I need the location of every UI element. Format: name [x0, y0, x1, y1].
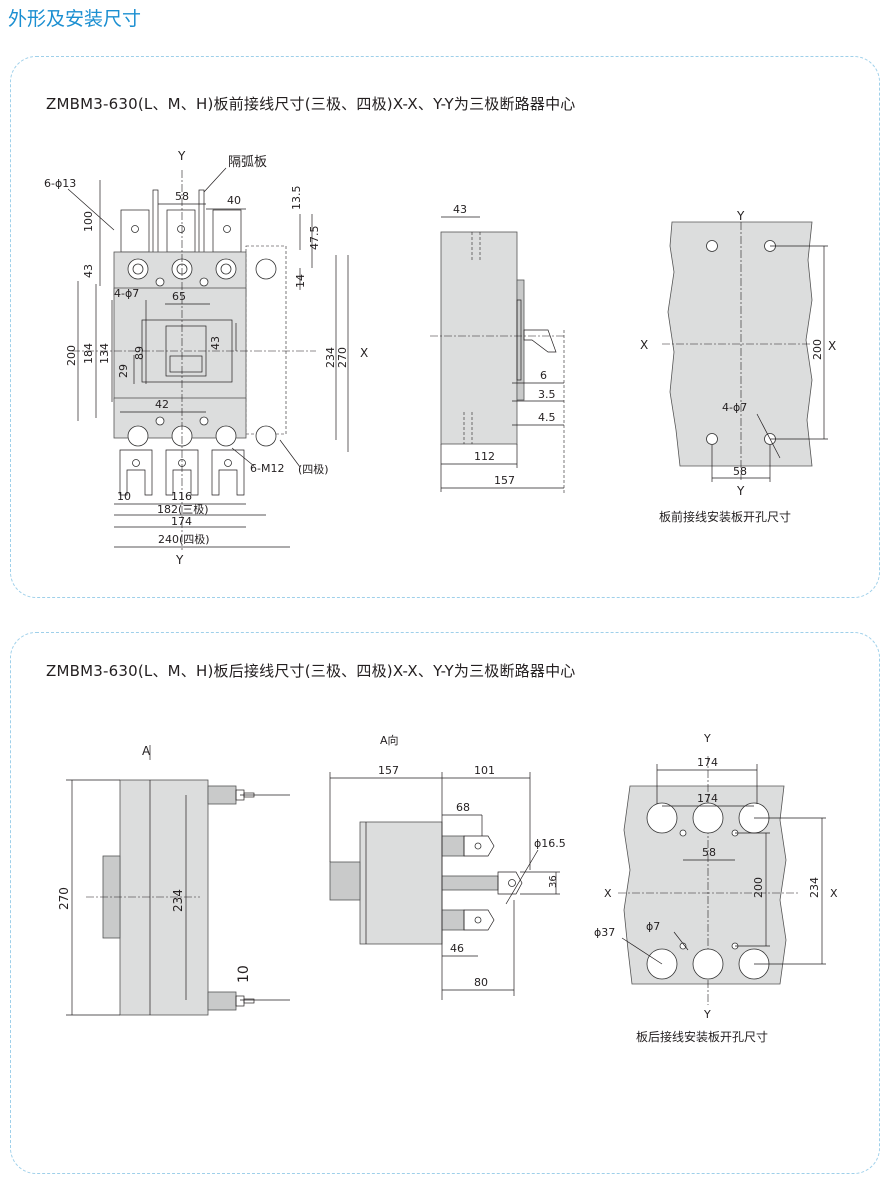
back-dim-234: 234 [171, 889, 185, 912]
cutout-dim-200: 200 [811, 339, 824, 360]
holes-6-label: 6-ϕ13 [44, 177, 76, 190]
dim-10: 10 [117, 490, 131, 503]
dim-234: 234 [324, 347, 337, 368]
back-cutout-axis-y-top: Y [703, 732, 711, 745]
page-title: 外形及安装尺寸 [8, 8, 142, 30]
front-axis-y-top: Y [177, 149, 186, 163]
direction-a-label: A [142, 744, 151, 758]
front-axis-y-bottom: Y [175, 553, 184, 567]
a-dim-36: 36 [548, 875, 559, 888]
cutout-axis-y-bottom: Y [736, 484, 745, 498]
back-side-view-labels: A 270 234 10 [57, 744, 252, 983]
back-cutout-dim-7: ϕ7 [646, 920, 660, 933]
dim-270: 270 [336, 347, 349, 368]
back-cutout-dim-174-inner: 174 [697, 792, 718, 805]
side-dim-43: 43 [453, 203, 467, 216]
dim-89: 89 [133, 346, 146, 360]
dim-240: 240(四极) [158, 532, 210, 546]
back-panel-cutout-labels: Y Y X X 174 174 58 200 234 ϕ37 ϕ7 板后接线安装… [594, 732, 838, 1044]
screws-label: 6-M12 [250, 462, 284, 475]
back-panel-cutout-drawing [618, 756, 826, 1005]
cutout-axis-x-right: X [828, 339, 836, 353]
dim-174: 174 [171, 515, 192, 528]
side-dim-157: 157 [494, 474, 515, 487]
back-cutout-caption: 板后接线安装板开孔尺寸 [636, 1029, 768, 1044]
dim-14: 14 [294, 274, 307, 288]
cutout-dim-58: 58 [733, 465, 747, 478]
front-panel-cutout-drawing [662, 221, 828, 482]
back-cutout-dim-174-outer: 174 [697, 756, 718, 769]
front-view-drawing [67, 167, 349, 550]
back-cutout-dim-58: 58 [702, 846, 716, 859]
side-dim-3-5: 3.5 [538, 388, 556, 401]
dim-184: 184 [82, 343, 95, 364]
back-cutout-axis-y-bottom: Y [703, 1008, 711, 1021]
front-side-view-labels: 43 6 3.5 4.5 112 157 [453, 203, 556, 487]
dim-29: 29 [117, 364, 130, 378]
cutout-axis-y-top: Y [736, 209, 745, 223]
four-pole-label: (四极) [298, 462, 329, 476]
back-cutout-axis-x-right: X [830, 887, 838, 900]
side-dim-4-5: 4.5 [538, 411, 556, 424]
front-view-labels: Y Y X 隔弧板 6-ϕ13 4-ϕ7 6-M12 (四极) 58 40 13… [44, 149, 368, 567]
a-dim-101: 101 [474, 764, 495, 777]
dim-47-5: 47.5 [308, 226, 321, 251]
dim-42: 42 [155, 398, 169, 411]
cutout-caption: 板前接线安装板开孔尺寸 [659, 509, 791, 524]
a-dim-68: 68 [456, 801, 470, 814]
dim-43-left: 43 [82, 264, 95, 278]
a-view-drawing [329, 772, 560, 1000]
arc-barrier-label: 隔弧板 [228, 155, 267, 170]
dim-58: 58 [175, 190, 189, 203]
a-view-label: A向 [380, 733, 399, 747]
back-connection-panel [10, 632, 880, 1174]
dim-134: 134 [98, 343, 111, 364]
back-dim-270: 270 [57, 887, 71, 910]
cutout-axis-x-left: X [640, 338, 648, 352]
back-cutout-axis-x-left: X [604, 887, 612, 900]
front-panel-cutout-labels: Y Y X X 4-ϕ7 200 58 板前接线安装板开孔尺寸 [640, 209, 836, 524]
a-view-labels: A向 157 101 68 ϕ16.5 36 46 80 [378, 733, 566, 989]
dim-200: 200 [65, 345, 78, 366]
cutout-holes-label: 4-ϕ7 [722, 401, 747, 414]
dim-43-mid: 43 [209, 336, 222, 350]
dim-100: 100 [82, 211, 95, 232]
a-dim-80: 80 [474, 976, 488, 989]
front-connection-heading: ZMBM3-630(L、M、H)板前接线尺寸(三极、四极)X-X、Y-Y为三极断… [46, 95, 576, 113]
holes-4-label: 4-ϕ7 [114, 287, 139, 300]
back-cutout-dim-37: ϕ37 [594, 926, 615, 939]
dim-116: 116 [171, 490, 192, 503]
a-dim-16-5: ϕ16.5 [534, 837, 566, 850]
dim-40: 40 [227, 194, 241, 207]
back-dim-10: 10 [236, 965, 252, 983]
front-side-view-drawing [430, 216, 565, 494]
a-dim-157: 157 [378, 764, 399, 777]
dim-13-5: 13.5 [290, 186, 303, 211]
back-cutout-dim-200: 200 [752, 877, 765, 898]
dim-65: 65 [172, 290, 186, 303]
dim-182: 182(三极) [157, 502, 209, 516]
front-axis-x: X [360, 346, 368, 360]
back-side-view-drawing [66, 745, 290, 1016]
side-dim-6: 6 [540, 369, 547, 382]
a-dim-46: 46 [450, 942, 464, 955]
front-connection-panel [10, 56, 880, 598]
back-connection-heading: ZMBM3-630(L、M、H)板后接线尺寸(三极、四极)X-X、Y-Y为三极断… [46, 662, 576, 680]
side-dim-112: 112 [474, 450, 495, 463]
back-cutout-dim-234: 234 [808, 877, 821, 898]
